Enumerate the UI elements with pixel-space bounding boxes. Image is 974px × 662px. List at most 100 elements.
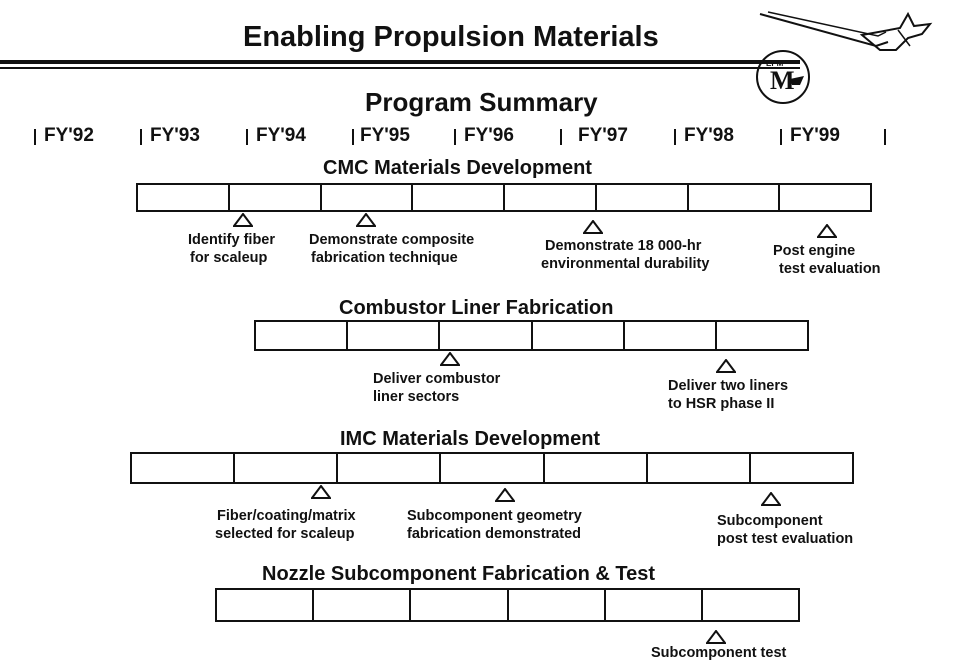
year-divider — [34, 129, 36, 145]
timeline-cell — [780, 185, 870, 210]
header-rule-thick — [0, 60, 800, 64]
year-divider — [560, 129, 562, 145]
year-divider — [674, 129, 676, 145]
timeline-cell — [509, 590, 606, 620]
timeline-cell — [256, 322, 349, 349]
milestone-triangle-icon — [440, 352, 460, 366]
program-logo: EPM M — [756, 50, 810, 104]
milestone-label: Deliver two liners to HSR phase II — [668, 377, 788, 413]
milestone-line: Deliver combustor — [373, 371, 501, 387]
timeline-cell — [314, 590, 412, 620]
milestone-triangle-icon — [761, 492, 781, 506]
milestone-line: Fiber/coating/matrix — [217, 508, 356, 524]
timeline-cell — [230, 185, 322, 210]
milestone-triangle-icon — [706, 630, 726, 644]
year-label: FY'97 — [578, 125, 628, 146]
section-title-imc: IMC Materials Development — [340, 428, 601, 450]
milestone-line: liner sectors — [373, 389, 460, 405]
timeline-cell — [703, 590, 798, 620]
milestone-line: to HSR phase II — [668, 396, 775, 412]
timeline-cell — [545, 454, 648, 482]
milestone-line: Demonstrate composite — [309, 232, 475, 248]
timeline-cell — [348, 322, 441, 349]
year-divider — [884, 129, 886, 145]
timeline-cell — [322, 185, 414, 210]
year-label: FY'94 — [256, 125, 306, 146]
year-label: FY'98 — [684, 125, 734, 146]
timeline-cell — [751, 454, 852, 482]
timeline-cell — [689, 185, 781, 210]
milestone-label: Identify fiber for scaleup — [188, 231, 275, 267]
year-divider — [246, 129, 248, 145]
year-label: FY'99 — [790, 125, 840, 146]
milestone-triangle-icon — [716, 359, 736, 373]
milestone-triangle-icon — [311, 485, 331, 499]
logo-small-text: EPM — [766, 59, 784, 68]
timeline-bar-nozzle — [215, 588, 800, 622]
year-label: FY'92 — [44, 125, 94, 146]
timeline-cell — [132, 454, 236, 482]
timeline-cell — [411, 590, 509, 620]
section-title-combustor: Combustor Liner Fabrication — [339, 297, 614, 319]
milestone-label: Subcomponent geometry fabrication demons… — [407, 507, 582, 543]
milestone-label: Post engine test evaluation — [773, 242, 881, 278]
timeline-cell — [440, 322, 533, 349]
timeline-cell — [138, 185, 230, 210]
timeline-bar-imc — [130, 452, 854, 484]
milestone-triangle-icon — [356, 213, 376, 227]
year-divider — [780, 129, 782, 145]
logo-letter: M — [770, 66, 795, 95]
aircraft-icon — [759, 11, 933, 51]
timeline-cell — [217, 590, 315, 620]
milestone-line: test evaluation — [779, 261, 881, 277]
timeline-cell — [717, 322, 807, 349]
header-rule-thin — [0, 67, 800, 69]
milestone-line: fabrication demonstrated — [407, 526, 582, 542]
milestone-line: Post engine — [773, 243, 856, 259]
milestone-line: Subcomponent test — [651, 645, 787, 661]
year-divider — [352, 129, 354, 145]
year-divider — [454, 129, 456, 145]
milestone-line: for scaleup — [190, 250, 268, 266]
milestone-triangle-icon — [583, 220, 603, 234]
timeline-cell — [533, 322, 625, 349]
timeline-cell — [413, 185, 505, 210]
milestone-triangle-icon — [495, 488, 515, 502]
year-divider — [140, 129, 142, 145]
timeline-cell — [648, 454, 751, 482]
milestone-line: Subcomponent geometry — [407, 508, 582, 524]
milestone-line: environmental durability — [541, 256, 710, 272]
year-label: FY'93 — [150, 125, 200, 146]
year-label: FY'95 — [360, 125, 410, 146]
section-title-nozzle: Nozzle Subcomponent Fabrication & Test — [262, 563, 655, 585]
milestone-label: Subcomponent post test evaluation — [717, 512, 853, 548]
page-subtitle: Program Summary — [365, 87, 598, 117]
timeline-bar-combustor — [254, 320, 809, 351]
milestone-line: Identify fiber — [188, 232, 276, 248]
year-label: FY'96 — [464, 125, 514, 146]
milestone-label: Subcomponent test — [651, 644, 786, 662]
milestone-line: Subcomponent — [717, 513, 823, 529]
milestone-label: Deliver combustor liner sectors — [373, 370, 500, 406]
timeline-cell — [606, 590, 703, 620]
timeline-cell — [505, 185, 597, 210]
timeline-bar-cmc — [136, 183, 872, 212]
logo-mark-icon — [790, 76, 804, 85]
timeline-cell — [338, 454, 442, 482]
milestone-line: fabrication technique — [311, 250, 458, 266]
timeline-cell — [625, 322, 717, 349]
milestone-line: post test evaluation — [717, 531, 854, 547]
timeline-cell — [597, 185, 689, 210]
milestone-line: selected for scaleup — [215, 526, 355, 542]
milestone-line: Deliver two liners — [668, 378, 789, 394]
timeline-cell — [441, 454, 545, 482]
timeline-cell — [235, 454, 339, 482]
milestone-label: Demonstrate composite fabrication techni… — [309, 231, 474, 267]
page-title: Enabling Propulsion Materials — [243, 21, 659, 53]
milestone-label: Demonstrate 18 000-hr environmental dura… — [541, 237, 709, 273]
milestone-triangle-icon — [817, 224, 837, 238]
fiscal-year-header: FY'92 FY'93 FY'94 FY'95 FY'96 FY'97 FY'9… — [34, 124, 894, 150]
milestone-line: Demonstrate 18 000-hr — [545, 238, 702, 254]
milestone-label: Fiber/coating/matrix selected for scaleu… — [215, 507, 356, 543]
